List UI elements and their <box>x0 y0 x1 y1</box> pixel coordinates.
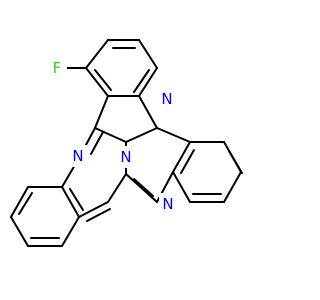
nitrogen-top-atom-label: N <box>161 90 172 108</box>
bond <box>125 127 158 143</box>
nitrogen-center-atom-label: N <box>120 148 131 166</box>
nitrogen-left-atom-label: N <box>72 147 83 165</box>
bond <box>94 69 112 91</box>
bond <box>180 149 195 174</box>
bond <box>172 141 191 173</box>
bond <box>78 201 109 218</box>
bond <box>223 171 242 203</box>
bond <box>18 192 33 215</box>
bond <box>156 127 191 143</box>
bond <box>85 39 109 69</box>
bond <box>172 171 191 203</box>
bond <box>90 131 104 155</box>
bond <box>86 208 111 222</box>
bond <box>107 173 127 203</box>
nitrogen-left-label-background <box>69 145 87 167</box>
bond <box>138 95 158 129</box>
molecule-canvas: F N N N N <box>10 39 243 247</box>
bond <box>138 67 158 97</box>
bond <box>85 67 109 97</box>
nitrogen-top-label-background <box>158 88 176 110</box>
bond <box>138 39 158 69</box>
nitrogen-center-label-background <box>117 146 135 168</box>
fluorine-label-background <box>47 57 67 79</box>
bond <box>10 216 29 247</box>
atom-labels: F N N N N <box>47 57 177 215</box>
nitrogen-bottom-atom-label: N <box>162 195 173 213</box>
nitrogen-bottom-label-background <box>159 193 177 215</box>
bond <box>125 173 158 203</box>
bond <box>69 188 84 211</box>
fluorine-atom-label: F <box>53 59 62 77</box>
bond <box>94 95 109 129</box>
bond <box>133 69 150 93</box>
bond <box>133 178 154 197</box>
bond <box>61 186 80 218</box>
bond <box>10 186 29 218</box>
bond <box>61 216 80 247</box>
bond-group <box>10 39 243 247</box>
molecule-structure: F N N N N <box>10 39 243 247</box>
bond <box>94 127 127 143</box>
bond <box>228 150 243 174</box>
